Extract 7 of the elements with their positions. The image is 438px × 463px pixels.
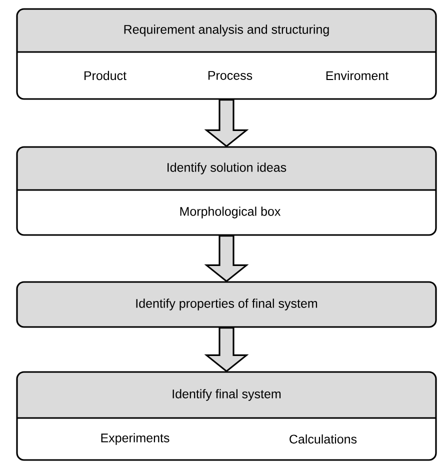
process-box: Identify solution ideas Morphological box xyxy=(16,146,437,236)
process-box: Identify properties of final system xyxy=(16,281,437,328)
block-arrow xyxy=(204,99,249,148)
block-arrow xyxy=(204,235,249,282)
process-box: Identify final system Experiments Calculations xyxy=(16,371,437,461)
process-box: Requirement analysis and structuring Product Process Enviroment xyxy=(16,8,437,100)
block-arrow xyxy=(204,327,249,372)
